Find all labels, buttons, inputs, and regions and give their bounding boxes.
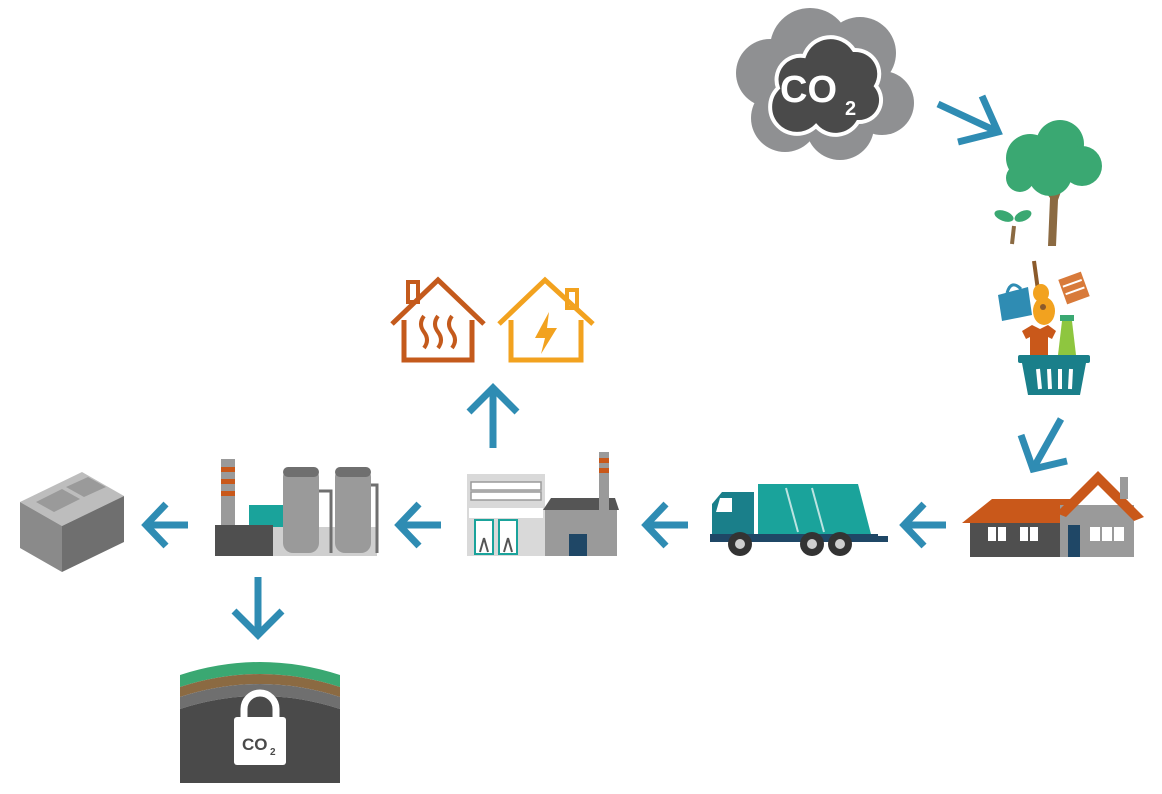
arrow-cloud-to-tree xyxy=(932,92,1007,152)
incineration-plant xyxy=(465,448,620,558)
house-door xyxy=(1068,525,1080,557)
underground-co2-storage: CO 2 xyxy=(180,655,340,785)
tree-leaves xyxy=(1006,120,1102,196)
house-roof-right xyxy=(1056,471,1144,521)
dresser-icon xyxy=(1058,271,1090,305)
storage-co2-subscript: 2 xyxy=(270,747,276,758)
chimney xyxy=(599,452,609,510)
cloud-co2-subscript: 2 xyxy=(845,98,856,120)
arrow-basket-to-house xyxy=(1015,415,1075,475)
district-heat-house xyxy=(388,268,488,366)
arrow-incinerator-to-capture xyxy=(393,500,443,550)
basket-icon xyxy=(1018,355,1090,395)
spray-bottle-icon xyxy=(1058,315,1076,355)
arrow-capture-to-storage xyxy=(230,575,286,641)
lock-icon xyxy=(234,689,286,765)
block-holes xyxy=(36,477,106,512)
cloud-inner-shape xyxy=(768,35,884,137)
shopping-bag-icon xyxy=(998,283,1032,321)
house-windows xyxy=(988,527,1124,541)
arrow-truck-to-incinerator xyxy=(640,500,690,550)
electricity-house xyxy=(495,268,597,366)
truck-container xyxy=(758,484,872,538)
co2-cloud: CO 2 xyxy=(730,8,920,163)
lightning-bolt-icon xyxy=(535,312,557,354)
heat-waves-icon xyxy=(419,314,457,350)
soil-grass-layer xyxy=(180,662,340,687)
tree-icon xyxy=(990,118,1105,248)
capture-tanks xyxy=(283,467,379,553)
cloud-co2-label: CO xyxy=(780,69,837,111)
arrow-capture-to-concrete xyxy=(140,500,190,550)
arrow-house-to-truck xyxy=(898,500,948,550)
guitar-icon xyxy=(1032,260,1055,325)
consumer-goods-basket xyxy=(990,255,1100,400)
concrete-block xyxy=(18,462,126,574)
truck-window xyxy=(716,498,732,512)
truck-wheels xyxy=(728,532,852,556)
storage-co2-label: CO xyxy=(242,735,268,754)
shirt-icon xyxy=(1022,325,1056,355)
residential-house xyxy=(962,465,1147,560)
garbage-truck xyxy=(708,478,890,558)
sprout-icon xyxy=(994,210,1032,245)
house-roof-left xyxy=(962,499,1072,523)
carbon-capture-plant xyxy=(213,455,379,558)
plant-doors xyxy=(474,519,518,555)
truck-cab xyxy=(712,492,754,540)
arrow-incinerator-to-energy xyxy=(465,380,521,450)
